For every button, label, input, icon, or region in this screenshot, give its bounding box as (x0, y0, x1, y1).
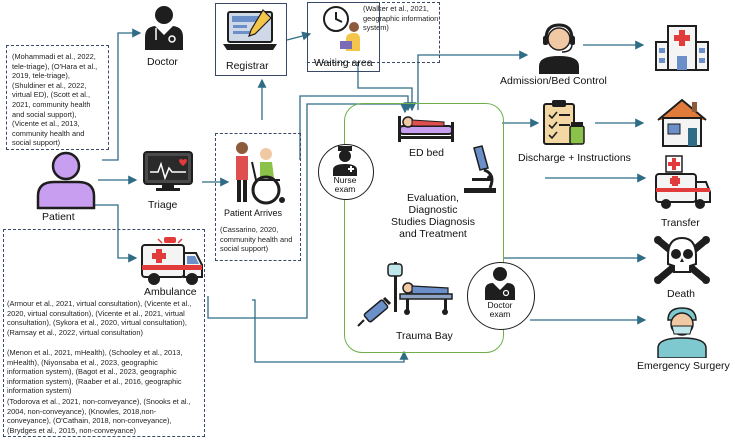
doctor-icon (145, 6, 183, 50)
ed-bed-icon (398, 116, 454, 142)
clock-waiting-icon (323, 6, 360, 51)
registrar-label: Registrar (226, 60, 269, 72)
arrow-waiting-edbed (357, 63, 417, 112)
doctor-label: Doctor (147, 56, 178, 68)
triage-label: Triage (148, 199, 178, 211)
waiting-refs: (Walker et al., 2021, geographic informa… (363, 4, 439, 33)
ambulance-refs-virtual: (Armour et al., 2021, virtual consultati… (7, 299, 192, 337)
evaluation-label: Evaluation, Diagnostic Studies Diagnosis… (390, 192, 476, 240)
discharge-label: Discharge + Instructions (518, 152, 631, 164)
arrives-refs-box (215, 133, 301, 261)
trauma-bed-icon (387, 262, 453, 315)
doctor-exam-icon (485, 267, 515, 300)
ambulance-icon (141, 237, 203, 285)
wheelchair-icon (236, 142, 285, 205)
microscope-icon (464, 145, 496, 193)
doctor-exam-label: Doctor exam (487, 300, 513, 319)
nurse-icon (333, 146, 357, 176)
arrow-ambulance-trauma (252, 299, 409, 363)
emergency-surgery-label: Emergency Surgery (637, 360, 730, 372)
ambulance-refs-box (3, 229, 205, 437)
patient-refs: (Mohammadi et al., 2022, tele-triage), (… (12, 52, 98, 148)
surgeon-icon (657, 307, 707, 358)
syringe-icon (357, 296, 392, 327)
patient-label: Patient (42, 211, 75, 223)
ambulance-refs-mhealth: (Menon et al., 2021, mHealth), (Schooley… (7, 348, 183, 396)
ecg-monitor-icon (143, 151, 193, 191)
hospital-icon (655, 25, 709, 71)
ambulance-label: Ambulance (144, 286, 197, 298)
arrow-edbed-admission (417, 50, 529, 110)
skull-icon (654, 236, 710, 284)
transfer-ambulance-icon (655, 155, 711, 209)
arrives-refs: (Cassarino, 2020, community health and s… (220, 225, 293, 254)
arrow-registrar-waiting (286, 31, 312, 41)
headset-operator-icon (539, 23, 579, 74)
arrow-patient-doctor (102, 28, 142, 161)
waiting-area-label: Waiting area (314, 57, 373, 69)
patient-arrives-label: Patient Arrives (224, 208, 283, 218)
ed-bed-label: ED bed (409, 147, 445, 159)
arrow-ambulance-edbed (207, 103, 410, 319)
waiting-area-box (307, 2, 380, 72)
ed-care-area (344, 103, 504, 353)
discharge-clipboard-icon (543, 100, 585, 145)
ambulance-refs-nonconveyance: (Todorova et al., 2021, non-conveyance),… (7, 397, 191, 435)
transfer-label: Transfer (661, 217, 700, 229)
patient-refs-box (6, 45, 109, 150)
admission-label: Admission/Bed Control (500, 75, 607, 87)
patient-icon (36, 151, 96, 210)
registrar-laptop-icon (223, 9, 277, 50)
house-icon (657, 98, 707, 147)
death-label: Death (667, 288, 696, 300)
nurse-exam-label: Nurse exam (333, 175, 357, 194)
arrow-patient-ambulance (92, 204, 138, 263)
trauma-bay-label: Trauma Bay (396, 330, 453, 342)
